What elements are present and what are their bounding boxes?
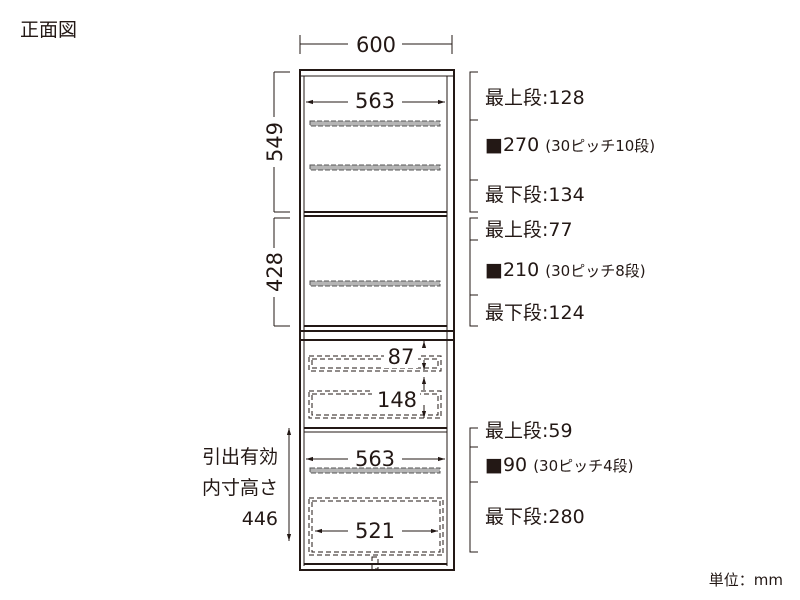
- middle-height-value: 428: [263, 252, 287, 292]
- drawer-label-line1: 引出有効: [202, 446, 278, 468]
- drawer-2-inner: [311, 393, 439, 416]
- middle-pitch: ■210 (30ピッチ8段): [485, 259, 646, 281]
- shelf: [309, 467, 441, 474]
- drawer-1: [308, 355, 442, 372]
- inner-width-top-dimension: 563: [306, 88, 445, 113]
- drawer-inner-width-dimension: 521: [315, 518, 438, 543]
- drawer-3-inner: [311, 500, 441, 553]
- middle-section-shelf-info: 最上段:77 ■210 (30ピッチ8段) 最下段:124: [485, 219, 646, 324]
- shelf: [309, 280, 441, 287]
- unit-label: 単位：mm: [709, 571, 783, 589]
- overall-width-value: 600: [356, 33, 396, 57]
- shelf-range-brackets: [469, 71, 478, 553]
- middle-bottom-shelf: 最下段:124: [485, 302, 585, 324]
- drawer-inner-width-value: 521: [355, 519, 395, 543]
- drawer-3: [308, 497, 444, 556]
- diagram-title: 正面図: [20, 19, 77, 41]
- drawer2-height-dimension: 148: [372, 377, 427, 418]
- upper-top-shelf: 最上段:128: [485, 87, 585, 109]
- lower-section-shelf-info: 最上段:59 ■90 (30ピッチ4段) 最下段:280: [485, 420, 634, 528]
- lower-pitch: ■90 (30ピッチ4段): [485, 454, 634, 476]
- middle-top-shelf: 最上段:77: [485, 219, 573, 241]
- shelf: [309, 164, 441, 171]
- shelf: [309, 120, 441, 127]
- drawer-height-dimension: 引出有効 内寸高さ 446: [202, 428, 292, 541]
- middle-height-dimension: 428: [263, 217, 290, 327]
- upper-section-shelf-info: 最上段:128 ■270 (30ピッチ10段) 最下段:134: [485, 87, 655, 206]
- upper-bottom-shelf: 最下段:134: [485, 184, 585, 206]
- drawer1-height-value: 87: [388, 345, 415, 369]
- upper-pitch: ■270 (30ピッチ10段): [485, 134, 655, 156]
- inner-width-bottom-dimension: 563: [306, 447, 445, 471]
- cabinet: [299, 69, 455, 571]
- drawer1-height-dimension: 87: [384, 341, 427, 370]
- drawer2-height-value: 148: [377, 388, 417, 412]
- foot-icon: [371, 556, 379, 570]
- drawer-label-line2: 内寸高さ: [202, 477, 278, 499]
- drawer-1-inner: [311, 358, 439, 369]
- lower-top-shelf: 最上段:59: [485, 420, 573, 442]
- overall-width-dimension: 600: [299, 33, 453, 57]
- drawer-label-value: 446: [242, 508, 278, 530]
- lower-bottom-shelf: 最下段:280: [485, 506, 585, 528]
- inner-width-top-value: 563: [355, 89, 395, 113]
- upper-height-dimension: 549: [263, 71, 290, 213]
- upper-height-value: 549: [263, 122, 287, 162]
- inner-width-bottom-value: 563: [355, 447, 395, 471]
